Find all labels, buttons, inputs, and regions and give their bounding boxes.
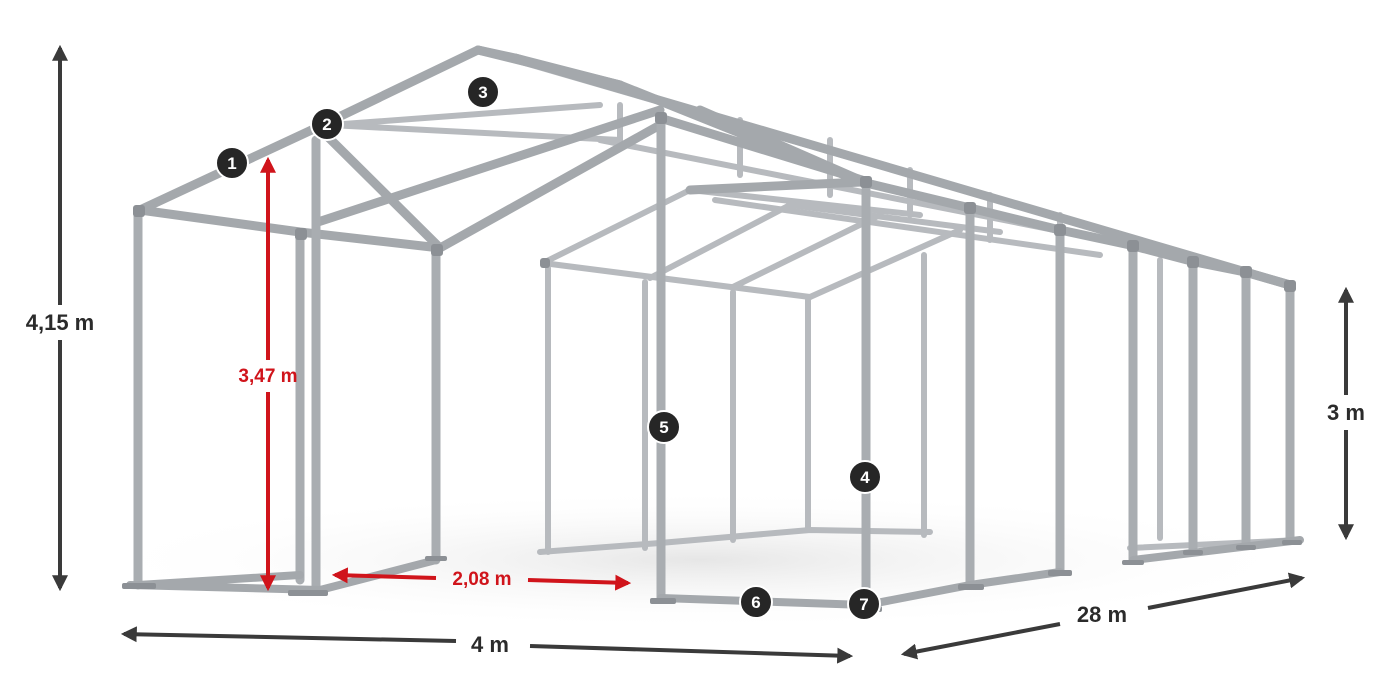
marker-3-label: 3 [478, 83, 487, 102]
width-label: 4 m [471, 632, 509, 657]
door-width-arrow-right [527, 574, 632, 591]
marker-5-label: 5 [659, 418, 668, 437]
marker-3: 3 [466, 75, 500, 109]
marker-6: 6 [739, 585, 773, 619]
side-height-label: 3 m [1327, 400, 1365, 425]
ridge-clearance-label: 3,47 m [238, 366, 297, 387]
marker-4: 4 [848, 460, 882, 494]
marker-4-label: 4 [860, 468, 870, 487]
marker-5: 5 [647, 410, 681, 444]
floor-shadow [80, 490, 1320, 630]
width-arrow [120, 626, 457, 643]
marker-7-label: 7 [859, 595, 868, 614]
width-arrow-right [529, 644, 854, 664]
length-label: 28 m [1077, 602, 1127, 627]
marker-7: 7 [847, 587, 881, 621]
length-arrow-right [1147, 572, 1306, 610]
marker-2-label: 2 [322, 115, 331, 134]
marker-2: 2 [310, 107, 344, 141]
marker-1-label: 1 [227, 154, 236, 173]
posts [133, 115, 1295, 610]
part-markers: 1 2 3 4 5 6 7 [215, 75, 882, 621]
marker-1: 1 [215, 146, 249, 180]
dimension-labels: 4,15 m 3 m 4 m 28 m 3,47 m 2,08 m [26, 310, 1365, 657]
door-width-label: 2,08 m [452, 569, 511, 590]
marker-6-label: 6 [751, 593, 760, 612]
far-frame [327, 47, 1303, 555]
length-arrow [900, 622, 1061, 660]
tent-frame [122, 45, 1304, 612]
dimension-arrows [52, 44, 1354, 664]
door-width-arrow [331, 567, 437, 584]
total-height-label: 4,15 m [26, 310, 95, 335]
joints [122, 112, 1302, 612]
